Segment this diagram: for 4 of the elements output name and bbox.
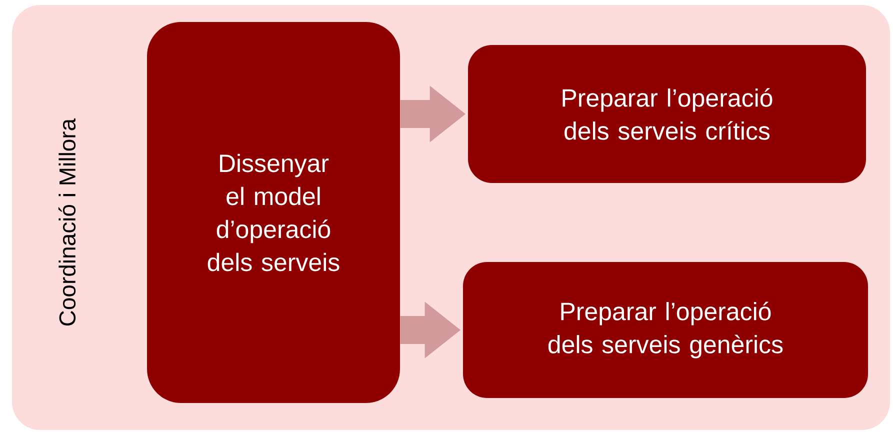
process-box: Preparar l’operació dels serveis genèrics [463, 262, 868, 398]
process-box: Preparar l’operació dels serveis crítics [468, 45, 866, 183]
panel-label: Coordinació i Millora [58, 118, 76, 326]
process-box: Dissenyar el model d’operació dels serveis [147, 22, 400, 403]
